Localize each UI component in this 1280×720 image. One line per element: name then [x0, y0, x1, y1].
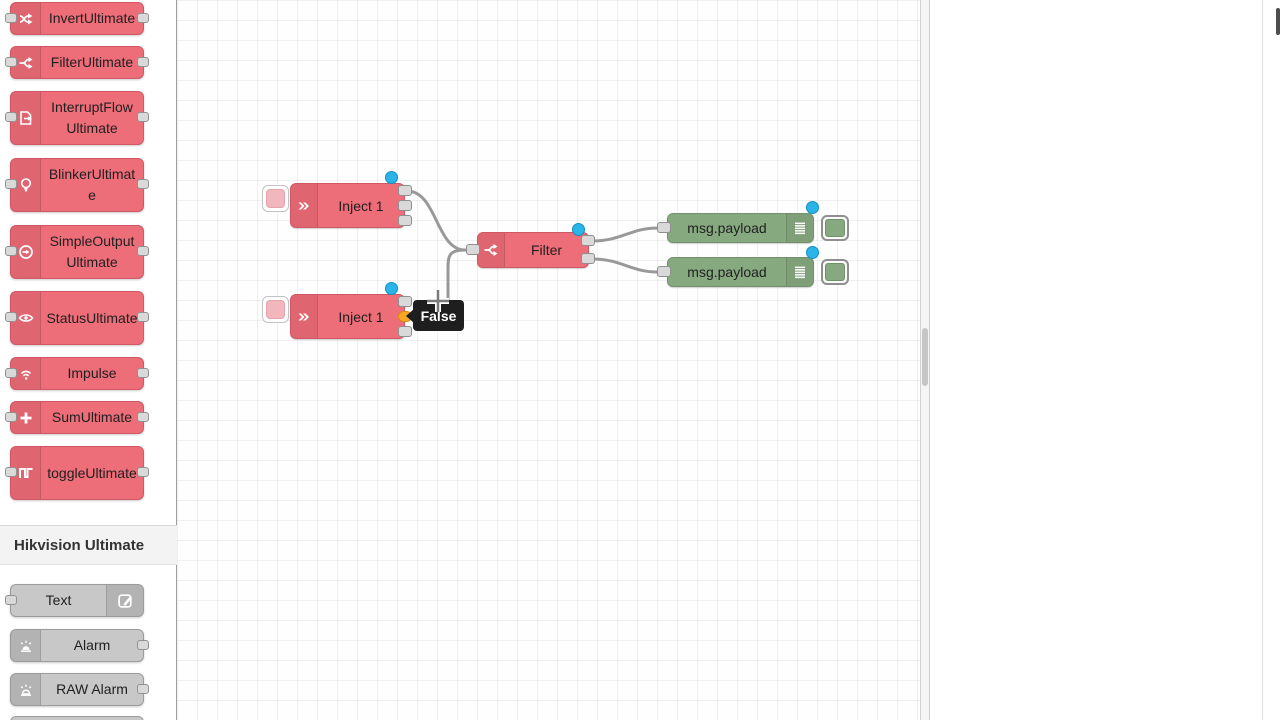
output-port[interactable]	[398, 200, 412, 211]
output-port	[137, 12, 149, 23]
inject-arrow-icon	[291, 184, 318, 227]
palette-node-sumultimate[interactable]: SumUltimate	[5, 401, 149, 434]
sidebar-panel	[930, 0, 1280, 720]
changed-indicator	[806, 246, 819, 259]
input-port	[5, 112, 17, 122]
output-port[interactable]	[581, 235, 595, 246]
file-export-icon	[11, 92, 41, 144]
debug-lines-icon	[786, 258, 813, 286]
node-palette: InvertUltimate FilterUltimate InterruptF…	[0, 0, 177, 720]
debug-toggle-button[interactable]	[821, 259, 849, 285]
palette-node-blinkerultimate[interactable]: BlinkerUltimate	[5, 158, 149, 212]
palette-node-label: StatusUltimate	[46, 309, 138, 326]
palette-node-filterultimate[interactable]: FilterUltimate	[5, 46, 149, 79]
node-label: Filter	[530, 242, 563, 258]
flow-canvas[interactable]	[177, 0, 920, 720]
bulb-icon	[11, 159, 41, 211]
output-port	[137, 411, 149, 422]
input-port	[5, 367, 17, 378]
input-port[interactable]	[657, 222, 671, 233]
output-port	[137, 312, 149, 322]
output-port	[137, 56, 149, 67]
siren-outline-icon	[11, 674, 41, 705]
inject-arrow-icon	[291, 295, 318, 338]
inject-button[interactable]	[262, 296, 289, 323]
output-port[interactable]	[398, 215, 412, 226]
output-port	[137, 683, 149, 694]
input-port	[5, 312, 17, 322]
palette-node-label: FilterUltimate	[50, 54, 134, 70]
input-port	[5, 594, 17, 605]
palette-node-invertultimate[interactable]: InvertUltimate	[5, 2, 149, 35]
palette-node-alarm[interactable]: Alarm	[10, 629, 149, 662]
output-port	[137, 179, 149, 189]
pencil-icon	[106, 585, 143, 616]
siren-icon	[11, 630, 41, 661]
output-port	[137, 639, 149, 650]
output-port	[137, 246, 149, 256]
palette-node-simpleoutput[interactable]: SimpleOutput Ultimate	[5, 225, 149, 279]
palette-node-label: RAW Alarm	[56, 681, 128, 697]
port-label-tooltip: False	[406, 300, 464, 331]
output-port[interactable]	[398, 326, 412, 337]
input-port	[5, 411, 17, 422]
input-port	[5, 467, 17, 477]
palette-node-label: toggleUltimate	[47, 464, 137, 481]
palette-node-raw-alarm[interactable]: RAW Alarm	[10, 673, 149, 706]
changed-indicator	[806, 201, 819, 214]
changed-indicator	[385, 282, 398, 295]
node-filter[interactable]: Filter	[477, 232, 589, 268]
palette-node-label: InvertUltimate	[48, 10, 136, 26]
palette-node-label: BlinkerUltimate	[48, 166, 136, 203]
node-debug[interactable]: msg.payload	[667, 257, 814, 287]
node-inject-1[interactable]: Inject 1	[290, 183, 405, 228]
window-scrollbar-thumb[interactable]	[1276, 8, 1280, 35]
node-debug[interactable]: msg.payload	[667, 213, 814, 243]
input-port[interactable]	[657, 266, 671, 277]
node-label: msg.payload	[687, 264, 767, 280]
changed-indicator	[385, 171, 398, 184]
node-label: Inject 1	[338, 308, 384, 325]
changed-indicator	[572, 223, 585, 236]
branch-icon	[478, 233, 505, 267]
palette-node-label: Text	[45, 592, 72, 608]
input-port[interactable]	[466, 244, 480, 255]
output-port[interactable]	[398, 185, 412, 196]
scrollbar-thumb[interactable]	[922, 328, 928, 386]
palette-node-label: InterruptFlow Ultimate	[51, 99, 133, 136]
output-port	[137, 467, 149, 477]
sidebar-divider	[1262, 0, 1263, 720]
palette-node-statusultimate[interactable]: StatusUltimate	[5, 291, 149, 345]
palette-node-interruptflow[interactable]: InterruptFlow Ultimate	[5, 91, 149, 145]
input-port	[5, 56, 17, 67]
input-port	[5, 246, 17, 256]
debug-lines-icon	[786, 214, 813, 242]
palette-node-label: SimpleOutput Ultimate	[49, 233, 135, 270]
palette-node-label: SumUltimate	[51, 409, 133, 425]
palette-node-label: Alarm	[73, 637, 111, 653]
output-port	[137, 112, 149, 122]
inject-button[interactable]	[262, 185, 289, 212]
debug-toggle-button[interactable]	[821, 215, 849, 241]
output-port[interactable]	[581, 253, 595, 264]
output-port[interactable]	[398, 296, 412, 307]
node-label: Inject 1	[338, 197, 384, 214]
node-label: msg.payload	[687, 220, 767, 236]
node-inject-1[interactable]: Inject 1	[290, 294, 405, 339]
palette-node-partial[interactable]	[10, 716, 144, 720]
palette-category-header[interactable]: Hikvision Ultimate	[0, 525, 177, 565]
input-port	[5, 12, 17, 23]
input-port	[5, 179, 17, 189]
palette-node-toggleultimate[interactable]: toggleUltimate	[5, 446, 149, 500]
palette-node-text[interactable]: Text	[5, 584, 144, 617]
palette-node-impulse[interactable]: Impulse	[5, 357, 149, 390]
palette-node-label: Impulse	[67, 365, 117, 381]
output-port	[137, 367, 149, 378]
canvas-vertical-scrollbar[interactable]	[920, 0, 930, 720]
